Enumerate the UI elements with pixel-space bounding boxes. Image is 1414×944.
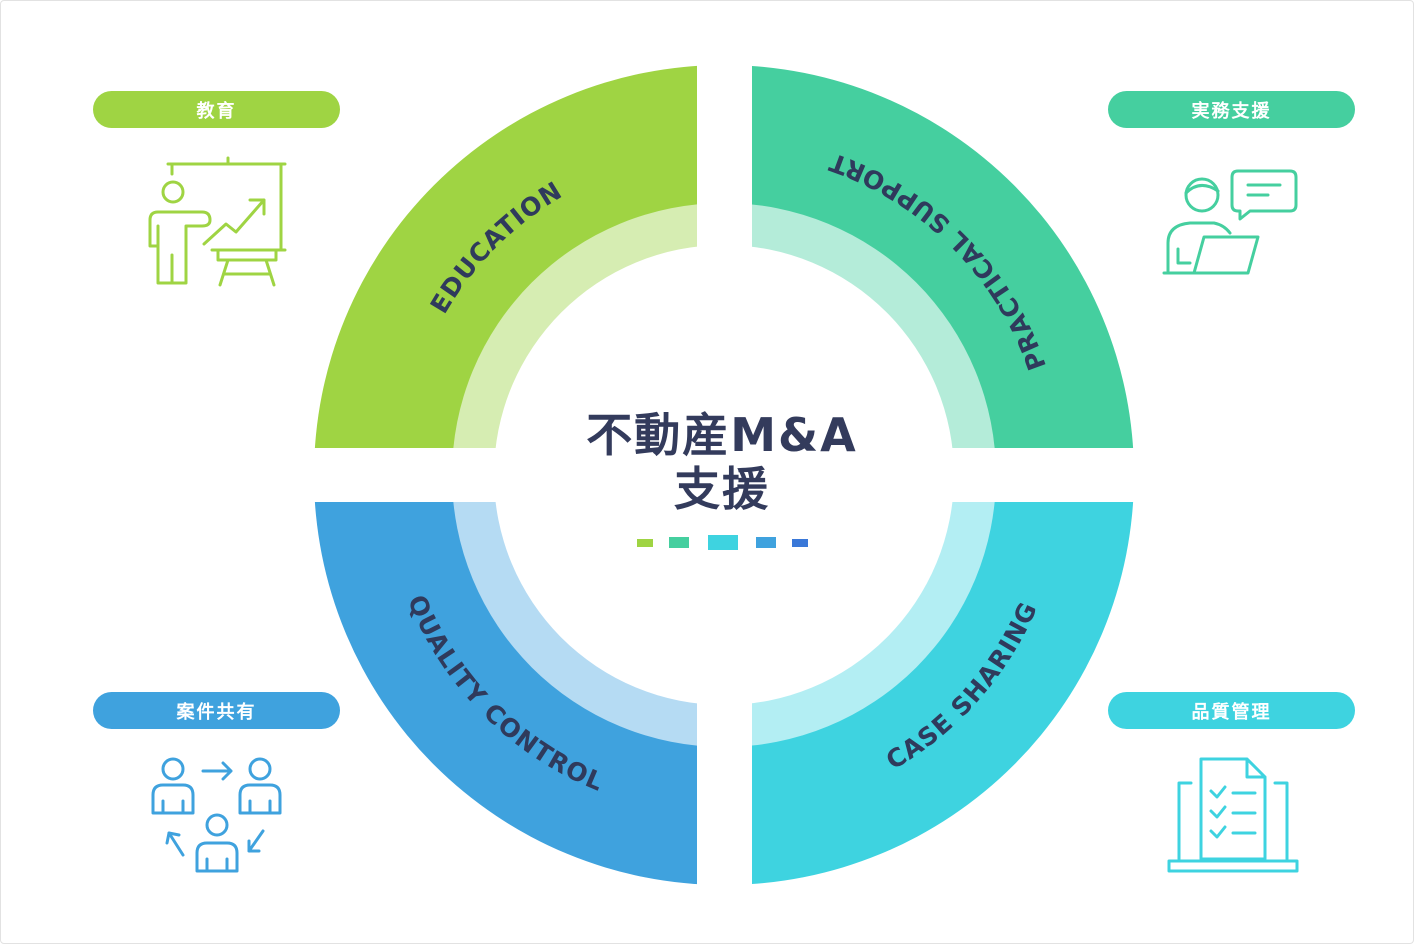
pill-practical-support: 実務支援 — [1108, 91, 1355, 128]
legend-swatch — [756, 537, 776, 548]
legend-swatch — [669, 537, 689, 548]
consultation-icon — [1162, 169, 1298, 275]
center-title-line2: 支援 — [674, 462, 770, 516]
presentation-icon — [148, 156, 287, 287]
center-circle — [494, 245, 954, 705]
center-title-line1: 不動産M&A — [586, 408, 858, 462]
sharing-people-icon — [151, 757, 282, 873]
pill-quality-control: 品質管理 — [1108, 692, 1355, 729]
legend-swatch — [792, 539, 808, 547]
legend-swatch — [708, 535, 738, 550]
legend-swatch — [637, 539, 653, 547]
center-title: 不動産M&A 支援 — [522, 408, 922, 516]
pill-education: 教育 — [93, 91, 340, 128]
color-legend — [637, 535, 808, 550]
checklist-laptop-icon — [1167, 757, 1299, 873]
pill-case-sharing: 案件共有 — [93, 692, 340, 729]
